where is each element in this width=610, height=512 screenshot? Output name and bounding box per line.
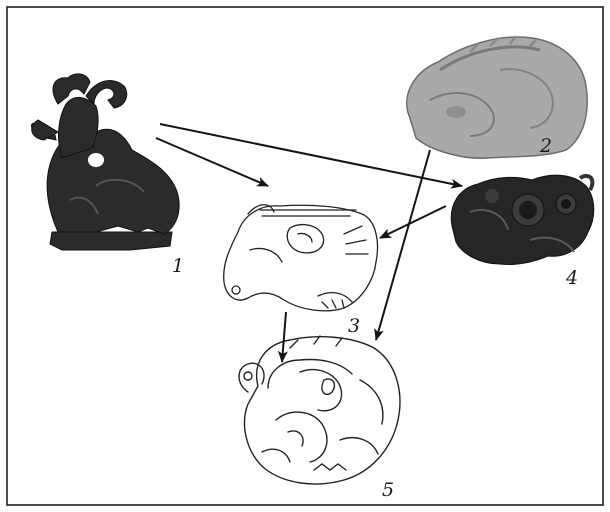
label-3: 3 xyxy=(348,315,360,337)
object-4-bronze-plaque xyxy=(451,175,594,264)
object-2-stone-head xyxy=(407,36,587,158)
label-2: 2 xyxy=(539,135,552,157)
object-1-bronze-animal xyxy=(32,74,180,250)
arrow-1-to-3 xyxy=(156,138,268,186)
relationship-arrows xyxy=(156,124,462,362)
label-4: 4 xyxy=(565,267,578,289)
arrow-2-to-5 xyxy=(376,150,430,340)
label-5: 5 xyxy=(382,479,394,501)
label-1: 1 xyxy=(172,255,184,277)
object-3-feline-head-drawing xyxy=(224,205,378,311)
object-5-coiled-animal-drawing xyxy=(239,336,400,484)
arrow-3-to-5 xyxy=(282,312,286,362)
